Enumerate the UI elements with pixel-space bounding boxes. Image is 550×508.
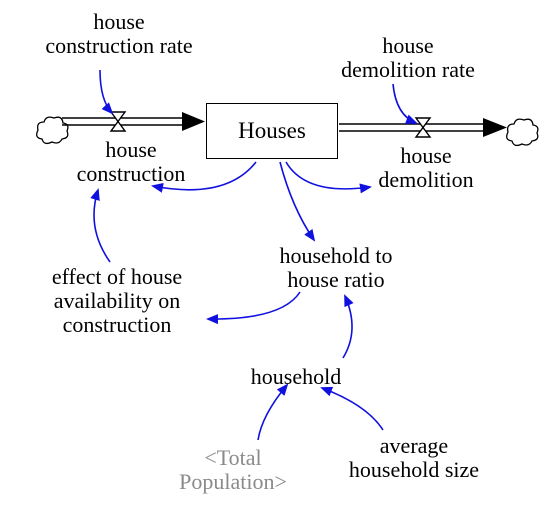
outflow-arrowhead — [483, 118, 507, 137]
houses-stock-label: Houses — [238, 118, 306, 143]
construction-valve-icon — [109, 111, 127, 132]
inflow-arrowhead — [182, 112, 205, 131]
house-demolition-rate-label: house demolition rate — [341, 33, 475, 82]
outflow-pipe — [339, 123, 490, 132]
link-houses-to-demolition — [285, 161, 372, 194]
link-demolition-rate-to-demolition — [392, 83, 418, 124]
link-population-to-household — [257, 383, 289, 441]
link-household-to-ratio — [342, 294, 354, 359]
source-cloud-icon — [36, 116, 69, 145]
house-construction-rate-label: house construction rate — [45, 9, 193, 58]
link-ratio-to-effect — [206, 291, 301, 325]
link-construction-rate-to-construction — [99, 69, 114, 115]
average-household-size-label: average household size — [348, 433, 480, 482]
household-label: household — [250, 364, 342, 389]
link-effect-to-construction — [90, 188, 111, 263]
link-houses-to-construction — [151, 161, 257, 193]
demolition-valve-icon — [414, 117, 432, 138]
link-houses-to-ratio — [279, 161, 316, 242]
house-construction-flow-label: house construction — [76, 137, 186, 186]
total-population-shadow-label: <Total Population> — [179, 445, 287, 494]
sink-cloud-icon — [506, 118, 539, 147]
household-to-house-ratio-label: household to house ratio — [279, 243, 393, 292]
link-avg-size-to-household — [320, 386, 384, 431]
house-demolition-flow-label: house demolition — [378, 143, 474, 192]
houses-stock[interactable]: Houses — [206, 103, 338, 159]
effect-of-house-availability-label: effect of house availability on construc… — [51, 264, 183, 337]
inflow-pipe — [62, 117, 190, 126]
